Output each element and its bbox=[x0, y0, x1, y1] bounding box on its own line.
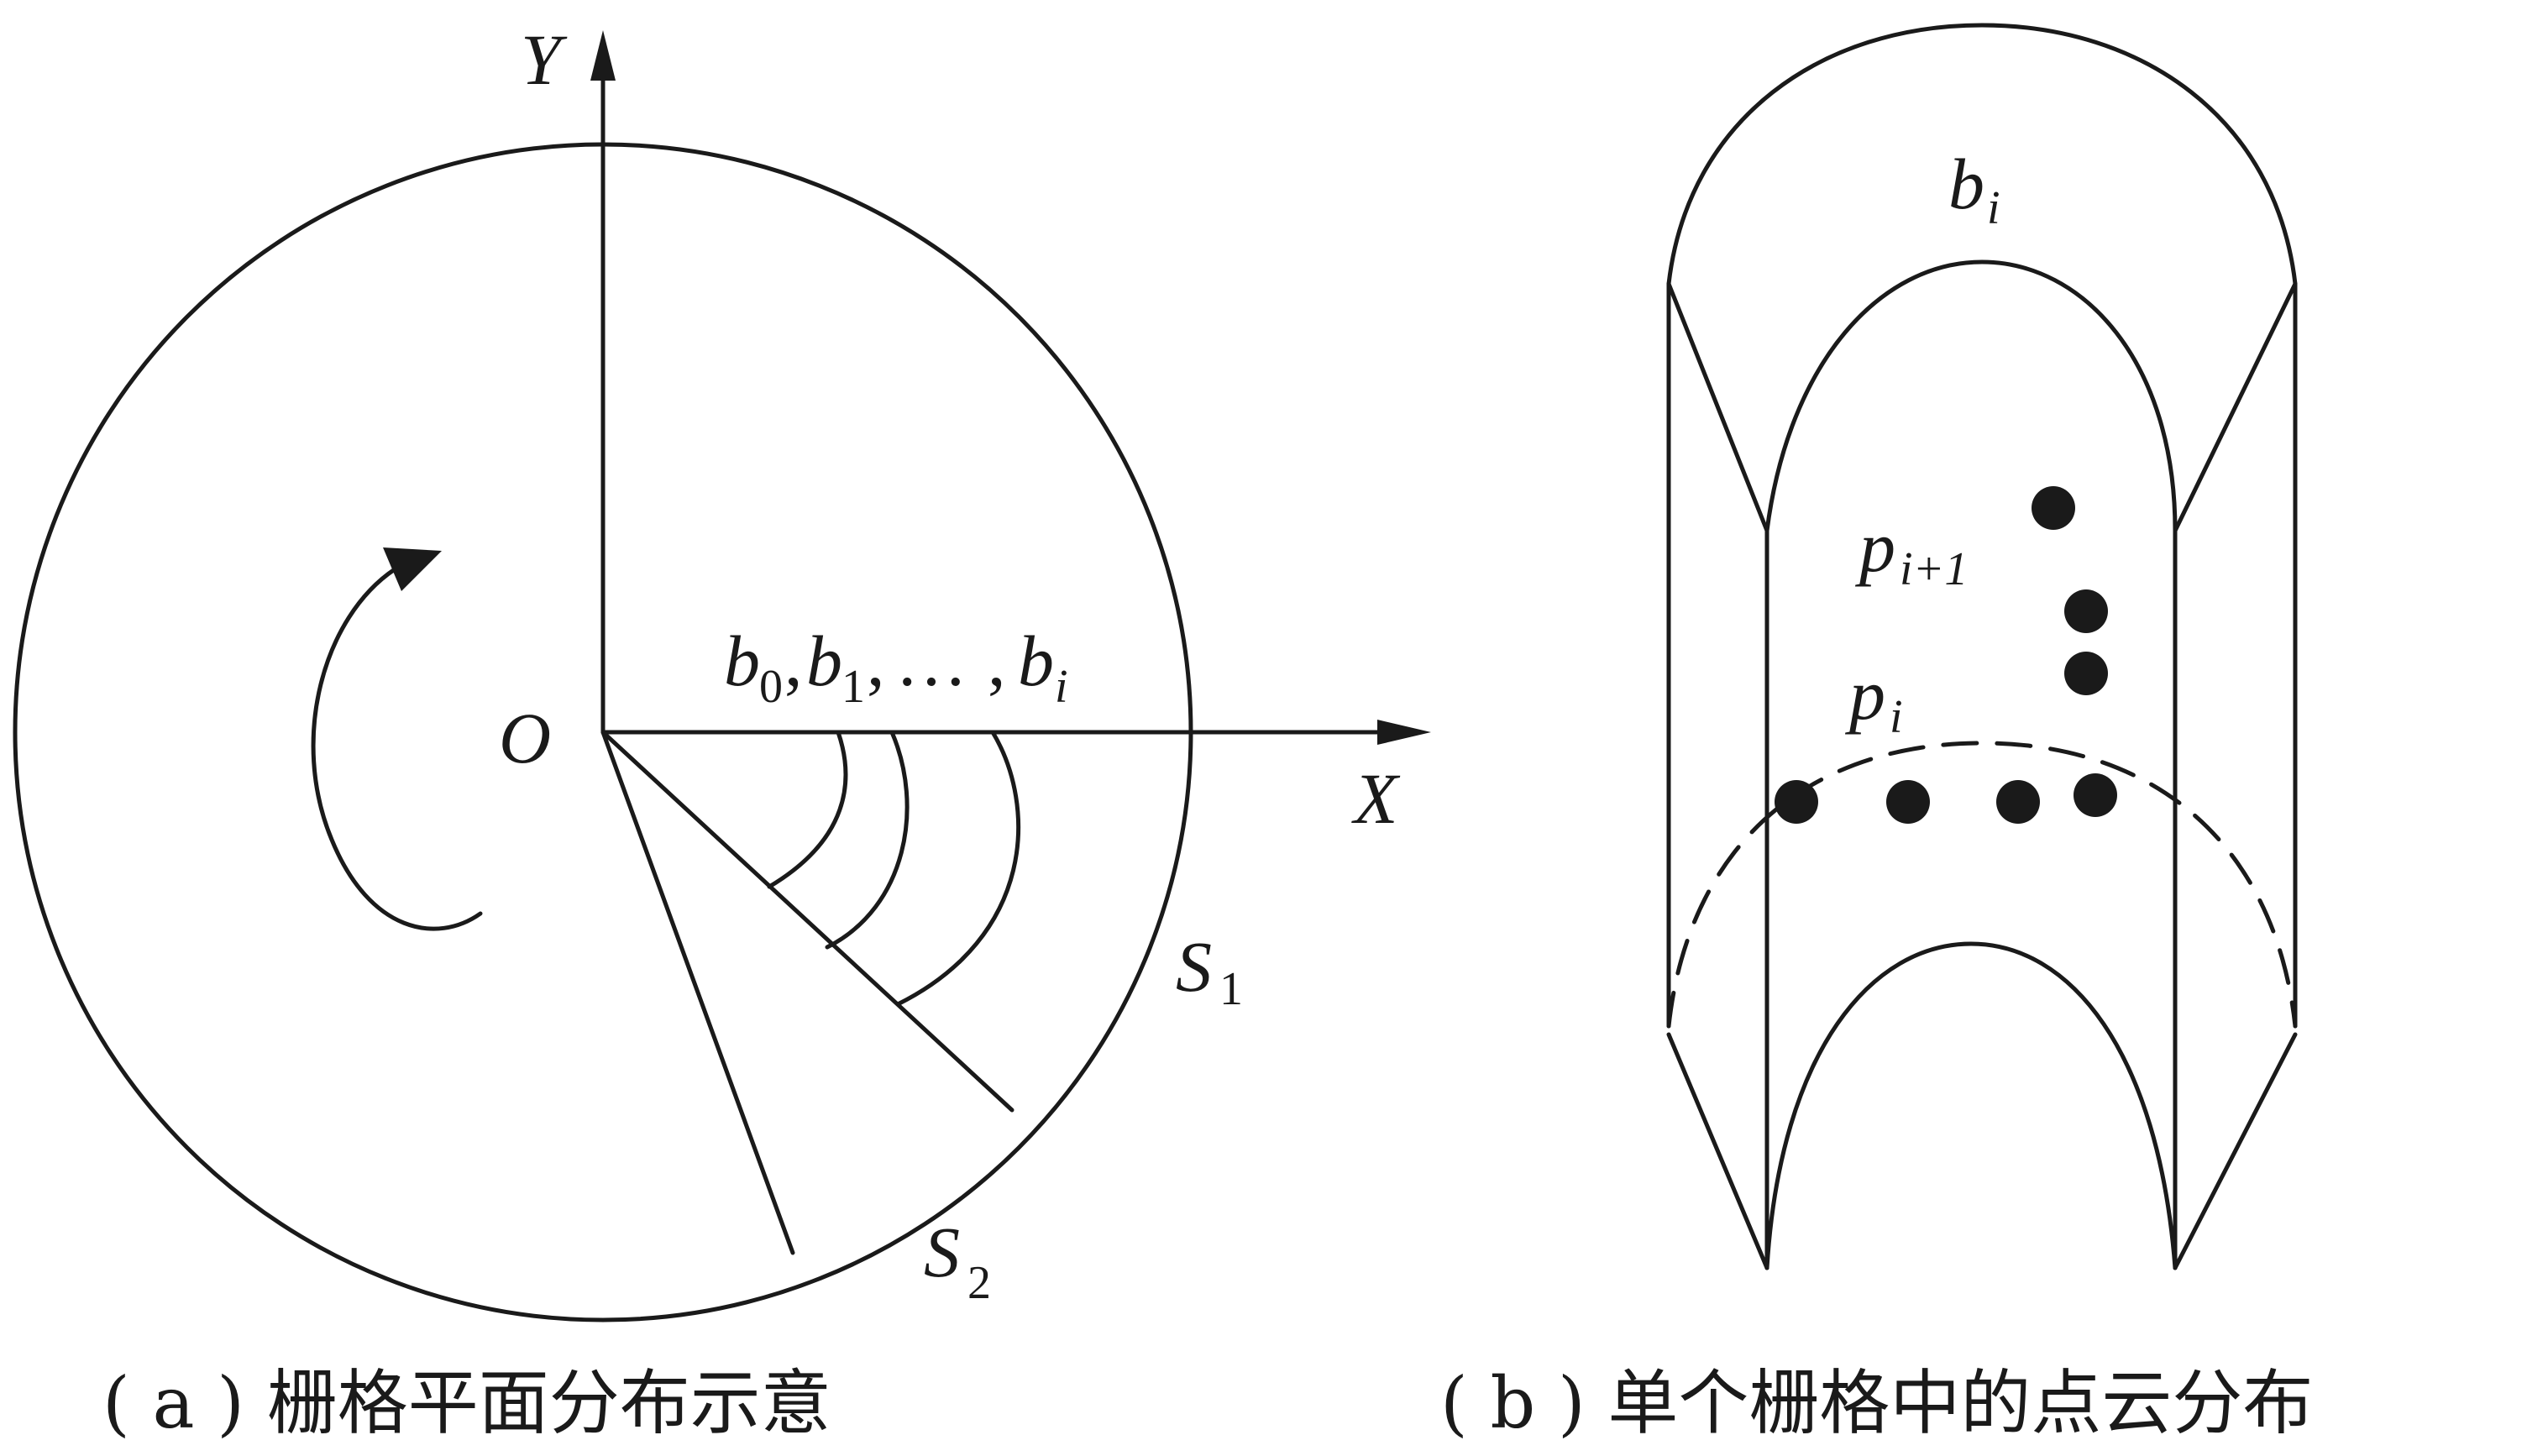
sep-2: , bbox=[867, 621, 885, 701]
bottom-arch bbox=[1764, 941, 2178, 1270]
s2-sub: 2 bbox=[967, 1257, 991, 1309]
s2-base: S bbox=[924, 1212, 960, 1292]
x-axis-arrow-icon bbox=[1377, 720, 1431, 745]
p-next-sub: i+1 bbox=[1900, 543, 1968, 595]
bi-label-base: b bbox=[1948, 144, 1984, 224]
p-curr-sub: i bbox=[1890, 691, 1903, 743]
panel-b: b i p i+1 p i ( b ) 单个栅格中的点云分布 bbox=[1440, 23, 2313, 1444]
origin-label: O bbox=[499, 698, 551, 778]
y-axis-arrow-icon bbox=[590, 30, 616, 81]
rotation-arrowhead bbox=[383, 547, 442, 591]
b0-base: b bbox=[724, 621, 760, 701]
bi-label: b i bbox=[1948, 144, 2000, 234]
outer-dome bbox=[1666, 23, 2298, 286]
sep-3: , bbox=[988, 621, 1006, 701]
point bbox=[1996, 780, 2040, 824]
s1-label: S 1 bbox=[1176, 926, 1243, 1015]
p-curr-label: p i bbox=[1844, 654, 1903, 743]
ellipsis: … bbox=[895, 621, 967, 701]
dashed-arc bbox=[1666, 741, 2298, 1029]
b1-base: b bbox=[806, 621, 842, 701]
y-axis-label: Y bbox=[521, 19, 568, 100]
panel-a: Y X O b 0 , b 1 , … , b i bbox=[13, 19, 1431, 1444]
b-sequence-label: b 0 , b 1 , … , b i bbox=[724, 621, 1068, 713]
sector-line-s1 bbox=[600, 730, 1014, 1113]
inner-dome bbox=[1764, 259, 2178, 533]
b1-sub: 1 bbox=[841, 661, 865, 713]
right-upper-slant bbox=[2173, 281, 2298, 533]
left-lower-slant bbox=[1666, 1032, 1769, 1270]
p-next-label: p i+1 bbox=[1854, 506, 1968, 595]
sep-1: , bbox=[784, 621, 803, 701]
point bbox=[2074, 773, 2117, 817]
s1-base: S bbox=[1176, 926, 1212, 1007]
bi-label-sub: i bbox=[1987, 182, 2000, 234]
p-curr-base: p bbox=[1844, 654, 1885, 735]
s1-sub: 1 bbox=[1219, 963, 1243, 1015]
point bbox=[2064, 589, 2108, 633]
band-arc-1 bbox=[767, 730, 848, 889]
bi-sub: i bbox=[1055, 661, 1068, 713]
point bbox=[2032, 486, 2075, 530]
x-axis-label: X bbox=[1351, 758, 1401, 839]
caption-b: ( b ) 单个栅格中的点云分布 bbox=[1440, 1362, 2313, 1444]
sector-line-s2 bbox=[600, 730, 795, 1255]
band-arc-2 bbox=[825, 730, 910, 950]
rotation-arrow-icon bbox=[311, 567, 483, 931]
b0-sub: 0 bbox=[759, 661, 783, 713]
band-arc-3 bbox=[895, 730, 1020, 1007]
left-upper-slant bbox=[1666, 281, 1769, 533]
s2-label: S 2 bbox=[924, 1212, 991, 1309]
bi-base: b bbox=[1018, 621, 1054, 701]
point bbox=[2064, 652, 2108, 695]
point bbox=[1886, 780, 1930, 824]
caption-a: ( a ) 栅格平面分布示意 bbox=[102, 1362, 831, 1444]
right-lower-slant bbox=[2173, 1032, 2298, 1270]
point bbox=[1775, 780, 1818, 824]
p-next-base: p bbox=[1854, 506, 1895, 587]
